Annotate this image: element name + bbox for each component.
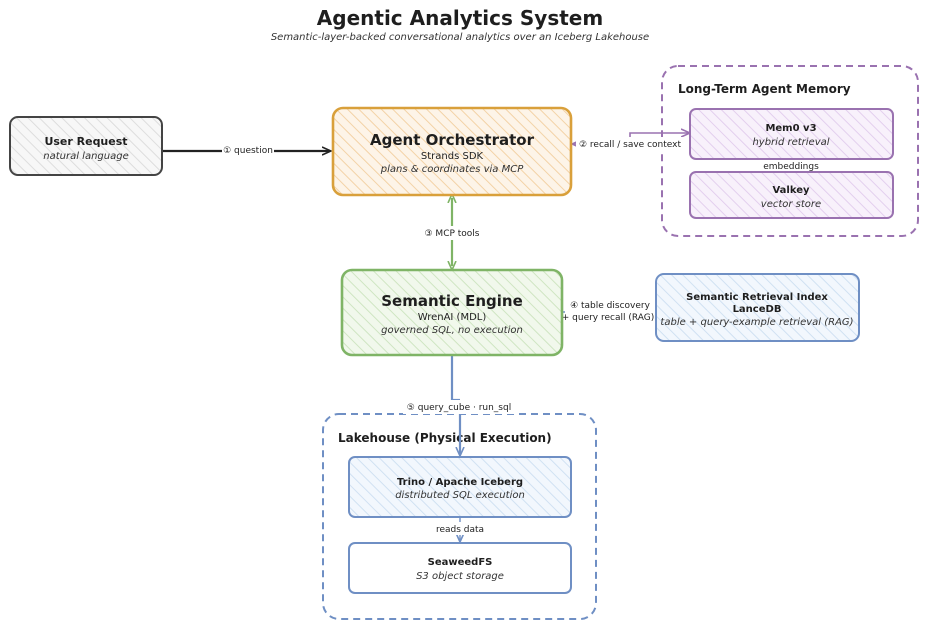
node-mem0: Mem0 v3 hybrid retrieval [689,108,894,160]
orchestrator-title: Agent Orchestrator [370,131,535,149]
edge-label-mcp-tools: ③ MCP tools [425,229,480,239]
retrieval-index-subtitle: table + query-example retrieval (RAG) [660,317,853,328]
edge-label-query-cube: ⑤ query_cube · run_sql [407,403,511,413]
seaweedfs-subtitle: S3 object storage [416,571,504,582]
semantic-engine-title: Semantic Engine [381,292,523,310]
node-agent-orchestrator: Agent Orchestrator Strands SDK plans & c… [331,106,573,197]
node-valkey: Valkey vector store [689,171,894,219]
edge-question: ① question [163,143,330,157]
semantic-engine-subtitle: governed SQL, no execution [381,325,523,336]
node-trino: Trino / Apache Iceberg distributed SQL e… [348,456,572,518]
lakehouse-group-title: Lakehouse (Physical Execution) [338,431,552,445]
valkey-subtitle: vector store [761,199,821,210]
node-semantic-engine: Semantic Engine WrenAI (MDL) governed SQ… [340,268,564,357]
semantic-engine-tool: WrenAI (MDL) [418,312,487,323]
edge-recall: ② recall / save context [573,133,689,151]
orchestrator-framework: Strands SDK [421,151,484,162]
seaweedfs-title: SeaweedFS [428,557,493,568]
edge-label-embeddings: embeddings [763,162,819,172]
memory-group: Long-Term Agent Memory [661,65,919,237]
page-subtitle: Semantic-layer-backed conversational ana… [271,32,649,43]
node-user-request: User Request natural language [9,116,163,176]
mem0-subtitle: hybrid retrieval [752,137,829,148]
trino-subtitle: distributed SQL execution [395,490,525,501]
edge-label-recall: ② recall / save context [579,140,682,150]
edge-query-cube: ⑤ query_cube · run_sql [403,356,515,455]
page-title: Agentic Analytics System [317,6,603,30]
valkey-title: Valkey [772,185,810,196]
mem0-title: Mem0 v3 [765,123,816,134]
user-request-subtitle: natural language [43,151,128,162]
memory-group-title: Long-Term Agent Memory [678,82,851,96]
edge-table-discovery: ④ table discovery + query recall (RAG) [562,298,655,324]
orchestrator-subtitle: plans & coordinates via MCP [380,164,524,175]
edge-label-reads-data: reads data [436,525,484,535]
node-seaweedfs: SeaweedFS S3 object storage [348,542,572,594]
edge-label-query-recall: + query recall (RAG) [562,313,655,323]
edge-label-table-discovery: ④ table discovery [570,301,651,311]
node-semantic-retrieval-index: Semantic Retrieval Index LanceDB table +… [655,273,860,342]
retrieval-index-title: Semantic Retrieval Index [686,292,828,303]
edge-embeddings: embeddings [763,159,819,172]
user-request-title: User Request [44,135,127,148]
retrieval-index-tool: LanceDB [733,304,782,315]
edge-reads-data: reads data [432,518,488,541]
trino-title: Trino / Apache Iceberg [397,477,523,488]
edge-label-question: ① question [223,146,273,156]
edge-mcp-tools: ③ MCP tools [420,198,484,266]
